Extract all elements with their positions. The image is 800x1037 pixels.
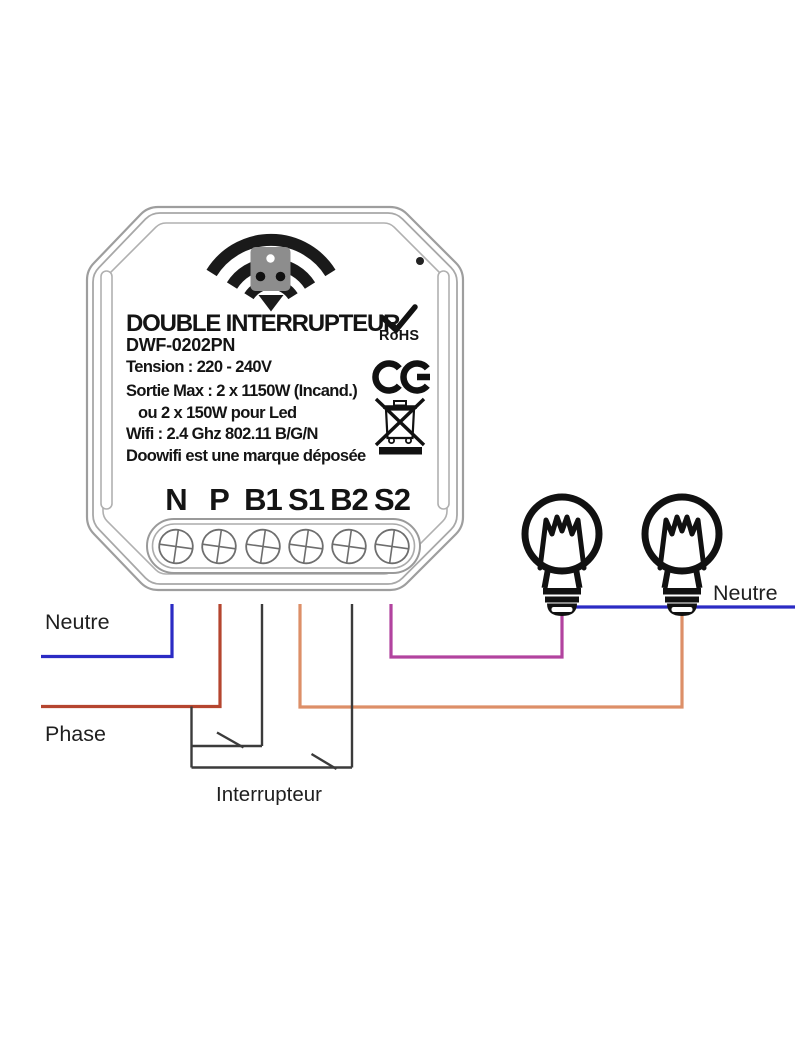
mount-slot-right: [437, 270, 450, 510]
ce-mark-icon: [372, 360, 430, 394]
s1-lamp-wire: [298, 604, 684, 709]
mount-slot-left: [100, 270, 113, 510]
s2-lamp-wire: [389, 604, 564, 659]
neutral-label-right: Neutre: [713, 581, 778, 605]
terminal-label-n: N: [165, 482, 187, 517]
spec-max-output: Sortie Max : 2 x 1150W (Incand.): [126, 382, 358, 400]
terminal-screw-icon: [158, 528, 410, 565]
weee-bin-icon: [374, 397, 426, 455]
phase-label: Phase: [45, 722, 106, 746]
pilot-dot: [416, 257, 424, 265]
spec-wifi: Wifi : 2.4 Ghz 802.11 B/G/N: [126, 425, 318, 443]
device-title: DOUBLE INTERRUPTEUR: [126, 310, 400, 337]
rohs-label: RoHS: [379, 328, 420, 344]
light-bulb-icon: [525, 497, 599, 616]
terminal-label-p: P: [209, 482, 230, 517]
device-enclosure-outline: [85, 205, 465, 592]
switch2-blade: [310, 752, 338, 771]
terminal-label-s2: S2: [374, 482, 411, 517]
switch1-blade: [216, 731, 245, 749]
terminal-label-b1: B1: [244, 482, 283, 517]
terminal-label-s1: S1: [288, 482, 325, 517]
terminal-label-b2: B2: [330, 482, 369, 517]
neutral-wire-left: [41, 604, 174, 659]
spec-voltage: Tension : 220 - 240V: [126, 358, 272, 376]
rohs-check-icon: [380, 304, 418, 334]
device-model: DWF-0202PN: [126, 335, 236, 355]
spec-led-output: ou 2 x 150W pour Led: [138, 404, 297, 422]
phase-wire: [41, 604, 222, 709]
switch-circuit: [190, 604, 354, 771]
neutral-label-left: Neutre: [45, 610, 110, 634]
light-bulb-icon: [645, 497, 719, 616]
switch-label: Interrupteur: [216, 783, 322, 806]
spec-trademark: Doowifi est une marque déposée: [126, 447, 366, 465]
terminal-block: [146, 518, 421, 574]
wifi-socket-icon: [206, 234, 336, 312]
